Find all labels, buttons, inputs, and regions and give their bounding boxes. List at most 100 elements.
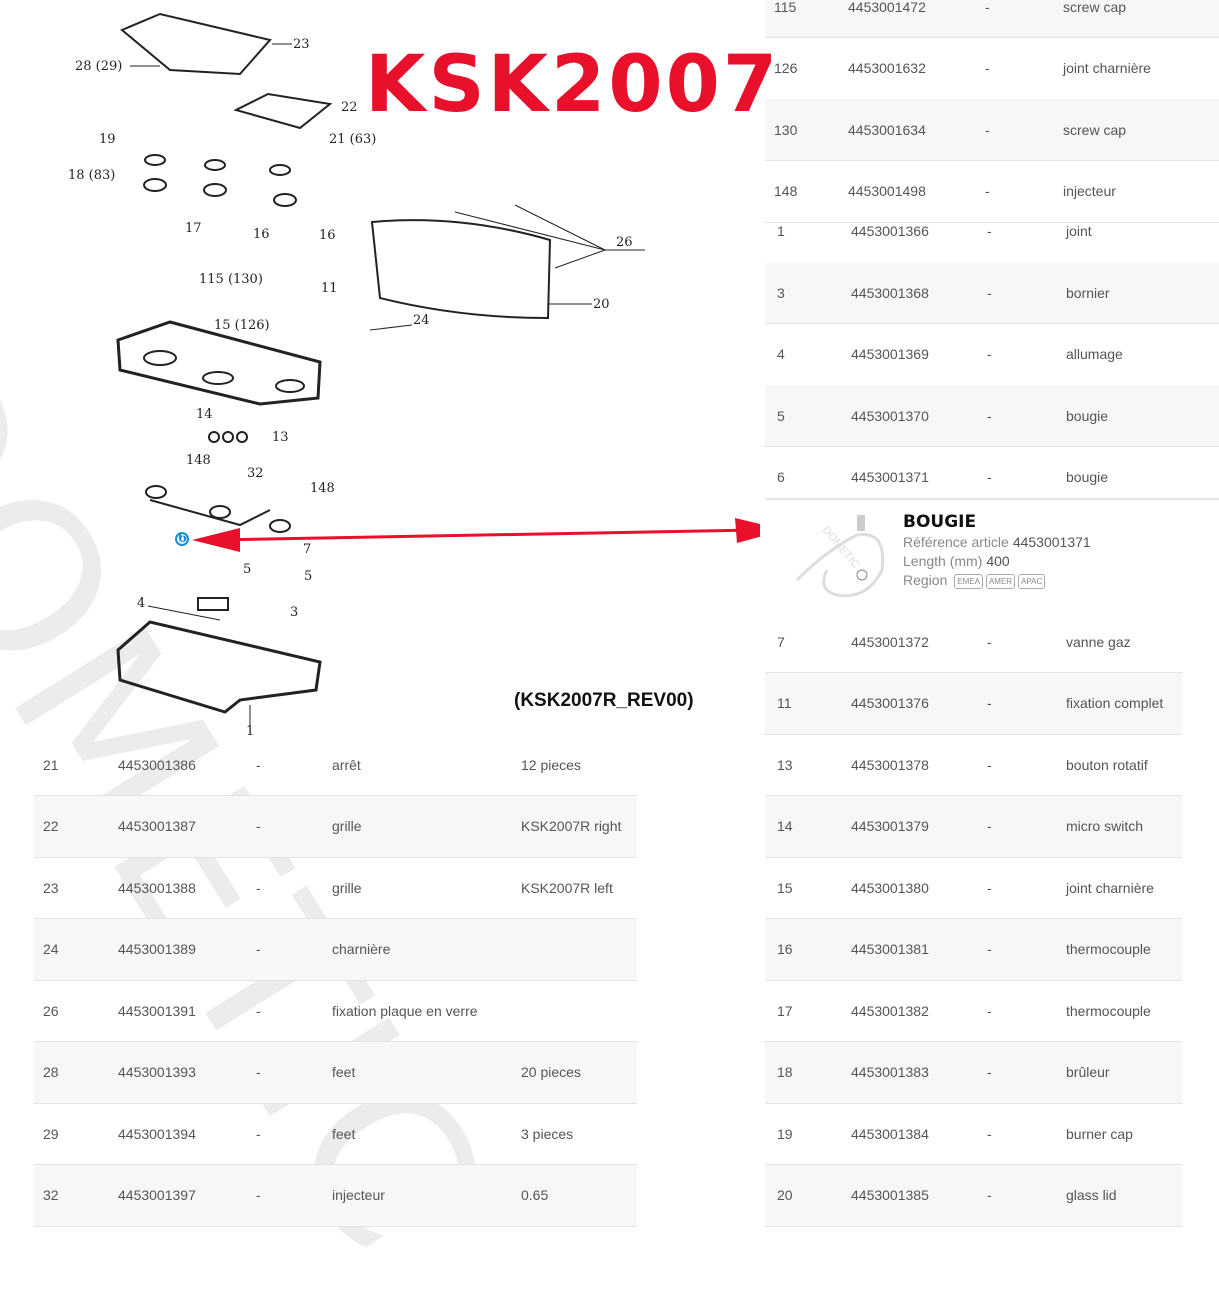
cell-ref: 4453001381	[851, 941, 929, 957]
cell-ref: 4453001372	[851, 633, 929, 650]
diagram-label[interactable]: 16	[253, 227, 270, 242]
cell-desc: grille	[332, 879, 362, 896]
cell-pos: 6	[777, 469, 785, 485]
cell-dash: -	[985, 0, 990, 15]
diagram-label[interactable]: 1	[246, 724, 255, 739]
cell-ref: 4453001380	[851, 879, 929, 896]
cell-dash: -	[256, 1002, 261, 1019]
grille-right	[233, 92, 333, 130]
cell-dash: -	[987, 1187, 992, 1203]
cell-ref: 4453001383	[851, 1064, 929, 1080]
diagram-label[interactable]: 20	[593, 297, 610, 312]
cell-dash: -	[256, 1125, 261, 1142]
diagram-label[interactable]: 24	[413, 313, 430, 328]
cell-pos: 19	[777, 1125, 793, 1142]
diagram-label[interactable]: 5	[304, 569, 313, 584]
cell-dash: -	[987, 223, 992, 239]
ref-value: 4453001371	[1012, 534, 1091, 550]
diagram-label[interactable]: 5	[243, 562, 252, 577]
part-name: BOUGIE	[903, 512, 977, 532]
cell-ref: 4453001386	[118, 756, 196, 773]
cell-ref: 4453001634	[848, 121, 926, 138]
cell-desc: injecteur	[332, 1187, 385, 1203]
cell-dash: -	[987, 695, 992, 711]
cell-ref: 4453001472	[848, 0, 926, 15]
diagram-label[interactable]: 148	[186, 453, 211, 468]
cell-desc: feet	[332, 1064, 356, 1080]
diagram-label[interactable]: 26	[616, 235, 633, 250]
cell-pos: 5	[777, 407, 785, 424]
diagram-label[interactable]: 21 (63)	[329, 132, 377, 147]
diagram-label[interactable]: 115 (130)	[199, 272, 263, 287]
diagram-label[interactable]: 18 (83)	[68, 168, 116, 183]
cell-dash: -	[987, 407, 992, 424]
cell-ref: 4453001368	[851, 284, 929, 301]
cell-pos: 28	[43, 1064, 59, 1080]
diagram-label[interactable]: 14	[196, 407, 213, 422]
region-badge: EMEA	[954, 573, 983, 589]
diagram-label[interactable]: 17	[185, 221, 202, 236]
cell-desc: glass lid	[1066, 1187, 1117, 1203]
cell-pos: 32	[43, 1187, 59, 1203]
cell-pos: 15	[777, 879, 793, 896]
cell-ref: 4453001382	[851, 1002, 929, 1019]
cell-desc: bougie	[1066, 469, 1109, 485]
diagram-label[interactable]: 23	[293, 37, 310, 52]
cell-ref: 4453001391	[118, 1002, 196, 1019]
diagram-label[interactable]: 3	[290, 605, 299, 620]
model-title: KSK2007	[365, 40, 781, 130]
diagram-label[interactable]: 19	[99, 132, 116, 147]
cell-ref: 4453001387	[118, 818, 196, 834]
diagram-label-selected[interactable]: 6	[178, 531, 188, 546]
diagram-label[interactable]: 7	[303, 542, 312, 557]
diagram-label[interactable]: 11	[321, 281, 338, 296]
region-badge: APAC	[1018, 573, 1046, 589]
cell-dash: -	[987, 941, 992, 957]
cell-dash: -	[987, 633, 992, 650]
diagram-label[interactable]: 22	[341, 100, 358, 115]
arrow	[192, 518, 760, 552]
cell-pos: 23	[43, 879, 59, 896]
cell-dash: -	[256, 1064, 261, 1080]
grille-left	[120, 12, 272, 76]
hob-body	[116, 320, 322, 406]
diagram-label[interactable]: 13	[272, 430, 289, 445]
cell-dash: -	[985, 121, 990, 138]
diagram-label[interactable]: 15 (126)	[214, 318, 270, 333]
diagram-label[interactable]: 28 (29)	[75, 59, 123, 74]
diagram-label[interactable]: 16	[319, 228, 336, 243]
cell-dash: -	[987, 756, 992, 773]
cell-dash: -	[985, 60, 990, 77]
diagram-label[interactable]: 148	[310, 481, 335, 496]
diagram-label[interactable]: 4	[137, 596, 146, 611]
cell-pos: 1	[777, 223, 785, 239]
cell-ref: 4453001369	[851, 346, 929, 362]
diagram-label[interactable]: 32	[247, 466, 264, 481]
